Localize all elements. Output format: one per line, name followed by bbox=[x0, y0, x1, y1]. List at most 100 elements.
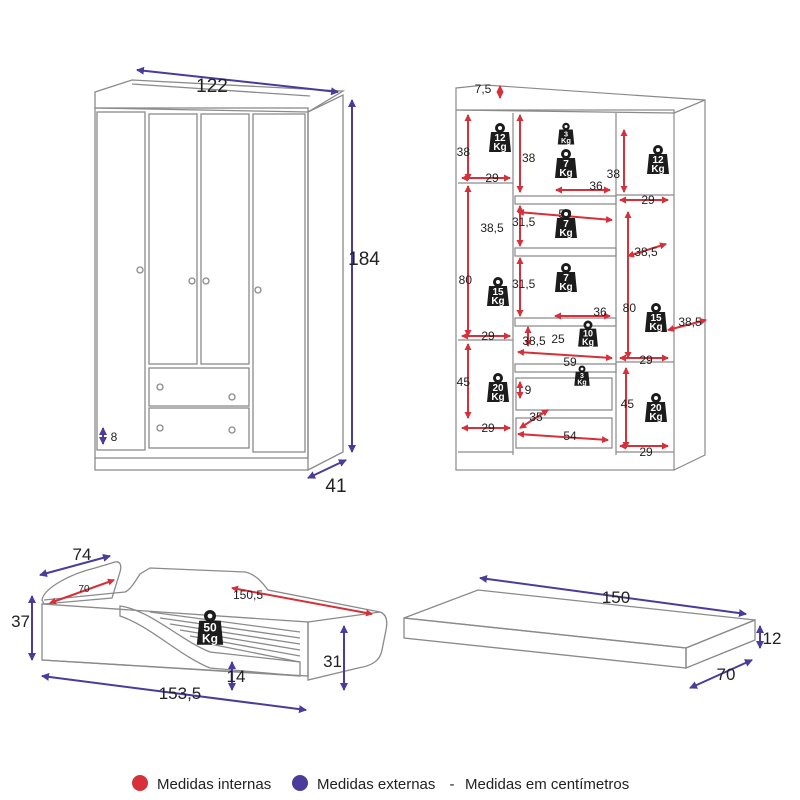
weight-handle-hole bbox=[656, 148, 660, 152]
weight-value: 3 bbox=[564, 129, 568, 138]
weight-body bbox=[645, 312, 667, 332]
dim-label: 29 bbox=[481, 421, 495, 435]
weight-value: 15 bbox=[650, 313, 662, 324]
dim-label: 38,5 bbox=[678, 315, 702, 329]
weight-handle-hole bbox=[496, 280, 500, 284]
weight-unit: Kg bbox=[493, 142, 506, 153]
dim-label: 9 bbox=[525, 383, 532, 397]
wardrobe-base bbox=[94, 458, 308, 471]
weight-body bbox=[487, 382, 509, 402]
weight-handle-hole bbox=[564, 152, 568, 156]
weight-body bbox=[555, 218, 577, 238]
interior-dimension-arrows bbox=[461, 85, 707, 450]
dim-label: 54 bbox=[563, 429, 577, 443]
door-knob bbox=[254, 286, 262, 294]
wardrobe-side bbox=[307, 93, 344, 472]
dim-label: 38 bbox=[522, 151, 536, 165]
weight-unit: Kg bbox=[491, 296, 504, 307]
dim-label: 38,5 bbox=[634, 245, 658, 259]
wardrobe-door-1 bbox=[96, 111, 146, 451]
wardrobe-height-label: 184 bbox=[348, 249, 380, 270]
weight-body bbox=[645, 402, 667, 422]
mattress-width-label: 70 bbox=[717, 665, 736, 684]
arrow bbox=[41, 672, 307, 714]
mattress-view bbox=[403, 589, 756, 669]
mattress-length-label: 150 bbox=[602, 588, 630, 607]
arrow bbox=[231, 585, 373, 617]
dim-label: 80 bbox=[459, 273, 473, 287]
bed-slats bbox=[149, 611, 301, 663]
wardrobe-drawer-1 bbox=[148, 367, 250, 407]
weight-body bbox=[578, 328, 598, 347]
bed-side-front bbox=[41, 659, 301, 677]
door-knob bbox=[188, 277, 196, 285]
weight-unit: Kg bbox=[491, 392, 504, 403]
weight-body bbox=[557, 129, 575, 145]
dim-label: 38 bbox=[457, 145, 471, 159]
wardrobe-crown bbox=[94, 79, 346, 113]
weight-unit: Kg bbox=[649, 412, 662, 423]
wardrobe-interior-view bbox=[455, 84, 706, 471]
mattress-side bbox=[685, 619, 756, 669]
mattress-front bbox=[403, 617, 687, 669]
wardrobe-front-dimensions bbox=[99, 66, 356, 479]
mattress-arrows bbox=[479, 574, 764, 689]
weight-unit: Kg bbox=[559, 282, 572, 293]
weight-value: 7 bbox=[563, 219, 569, 230]
dim-label: 150,5 bbox=[233, 588, 263, 602]
weight-icon: 7Kg bbox=[555, 149, 577, 179]
bed-headboard bbox=[41, 561, 122, 605]
dim-label: 37 bbox=[11, 612, 30, 631]
interior-drawer bbox=[514, 363, 617, 373]
dim-label: 7,5 bbox=[475, 82, 492, 96]
weight-icon: 3Kg bbox=[574, 365, 590, 386]
weight-value: 20 bbox=[492, 383, 504, 394]
weight-value: 12 bbox=[494, 133, 506, 144]
dim-label: 38,5 bbox=[522, 334, 546, 348]
weight-handle-hole bbox=[564, 125, 568, 128]
weight-value: 7 bbox=[563, 159, 569, 170]
legend: Medidas internas Medidas externas - Medi… bbox=[132, 775, 629, 793]
dim-label: 153,5 bbox=[159, 684, 202, 703]
interior-dimension-labels: 7,5 38 29 38,5 80 29 45 29 38 36 59 31,5… bbox=[457, 82, 702, 459]
bed-external-arrows bbox=[28, 553, 348, 714]
dim-label: 59 bbox=[563, 355, 577, 369]
weight-value: 20 bbox=[650, 403, 662, 414]
weight-unit: Kg bbox=[577, 379, 586, 386]
weight-value: 50 bbox=[203, 621, 217, 635]
dim-label: 29 bbox=[481, 329, 495, 343]
dim-label: 31,5 bbox=[512, 215, 536, 229]
wardrobe-door-4 bbox=[252, 113, 306, 453]
weight-icon: 7Kg bbox=[555, 209, 577, 239]
weight-unit: Kg bbox=[202, 631, 218, 645]
dim-label: 25 bbox=[551, 332, 565, 346]
arrow bbox=[49, 578, 115, 605]
bed-footboard bbox=[307, 611, 388, 681]
depth-arrow bbox=[307, 459, 347, 479]
arrow bbox=[39, 553, 111, 578]
dim-label: 35 bbox=[529, 410, 543, 424]
weight-unit: Kg bbox=[559, 228, 572, 239]
weight-value: 12 bbox=[652, 155, 664, 166]
weight-handle-hole bbox=[654, 396, 658, 400]
arrow bbox=[689, 659, 753, 689]
weight-body bbox=[555, 158, 577, 178]
bed-labels: 74 37 70 150,5 31 14 153,5 bbox=[11, 545, 342, 703]
arrow bbox=[519, 409, 549, 429]
wardrobe-drawer-2 bbox=[148, 407, 250, 449]
weight-body bbox=[574, 371, 590, 386]
weight-body bbox=[196, 620, 224, 645]
dim-label: 45 bbox=[457, 375, 471, 389]
dim-label: 36 bbox=[593, 305, 607, 319]
arrow bbox=[667, 318, 707, 332]
interior-body bbox=[455, 109, 675, 471]
weight-value: 10 bbox=[583, 329, 593, 339]
weight-handle-hole bbox=[654, 306, 658, 310]
dim-label: 80 bbox=[623, 301, 637, 315]
weight-unit: Kg bbox=[649, 322, 662, 333]
